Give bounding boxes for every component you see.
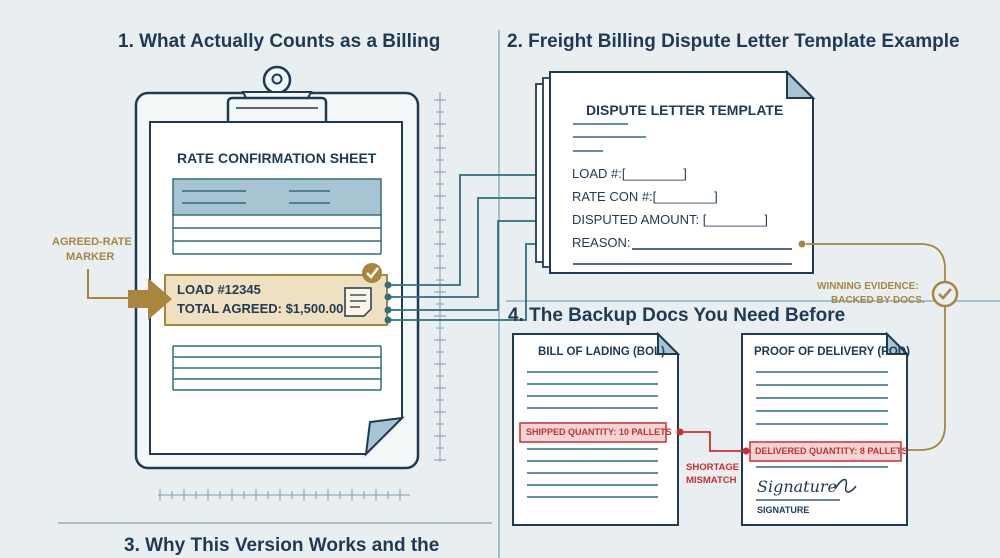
rate-sheet-load-number: LOAD #12345 xyxy=(177,282,261,297)
shipped-quantity-highlight xyxy=(519,422,667,443)
evidence-check-icon xyxy=(931,280,959,308)
letter-field-disputed-amount: DISPUTED AMOUNT: [________] xyxy=(572,212,768,227)
clipboard-clip-icon xyxy=(226,65,328,130)
signature-flourish-icon xyxy=(834,478,857,493)
rate-sheet-total-agreed: TOTAL AGREED: $1,500.00 xyxy=(177,301,344,316)
heading-section-4: 4. The Backup Docs You Need Before xyxy=(508,305,846,326)
heading-section-2: 2. Freight Billing Dispute Letter Templa… xyxy=(507,31,960,52)
agreed-rate-connector xyxy=(87,269,130,299)
bol-title: BILL OF LADING (BOL) xyxy=(538,346,665,358)
marker-label-line2: MARKER xyxy=(66,251,115,263)
horizontal-ruler xyxy=(158,489,410,501)
vertical-ruler xyxy=(434,92,446,462)
delivered-quantity-highlight xyxy=(749,441,902,462)
mismatch-label-line1: SHORTAGE xyxy=(686,462,740,473)
dispute-letter-stack xyxy=(535,69,816,274)
document-note-icon xyxy=(344,287,372,317)
field-connectors xyxy=(388,174,560,321)
bol-shipped-quantity: SHIPPED QUANTITY: 10 PALLETS xyxy=(526,427,672,437)
letter-field-rate-con: RATE CON #:[________] xyxy=(572,189,718,204)
rate-sheet-title: RATE CONFIRMATION SHEET xyxy=(177,150,377,166)
mismatch-connector xyxy=(680,431,746,452)
evidence-label-line1: WINNING EVIDENCE: xyxy=(817,281,919,292)
letter-field-reason: REASON: xyxy=(572,235,631,250)
checkmark-badge-icon xyxy=(362,263,382,283)
pod-document xyxy=(741,333,908,526)
heading-section-1: 1. What Actually Counts as a Billing xyxy=(118,31,441,52)
evidence-connector xyxy=(806,243,946,451)
pod-title: PROOF OF DELIVERY (POD) xyxy=(754,346,910,358)
agreed-rate-arrow-icon xyxy=(128,278,172,320)
evidence-label-line2: BACKED BY DOCS. xyxy=(831,295,925,306)
signature-script: Signature xyxy=(757,477,838,496)
mismatch-label-line2: MISMATCH xyxy=(686,475,737,486)
heading-section-3: 3. Why This Version Works and the xyxy=(124,535,440,556)
letter-title: DISPUTE LETTER TEMPLATE xyxy=(586,102,784,118)
pod-delivered-quantity: DELIVERED QUANTITY: 8 PALLETS xyxy=(755,446,908,456)
marker-label-line1: AGREED-RATE xyxy=(52,236,132,248)
rate-sheet-table-header xyxy=(172,178,382,216)
rate-sheet-page-curl xyxy=(364,416,405,457)
letter-field-load: LOAD #:[________] xyxy=(572,166,687,181)
signature-label: SIGNATURE xyxy=(757,505,810,515)
